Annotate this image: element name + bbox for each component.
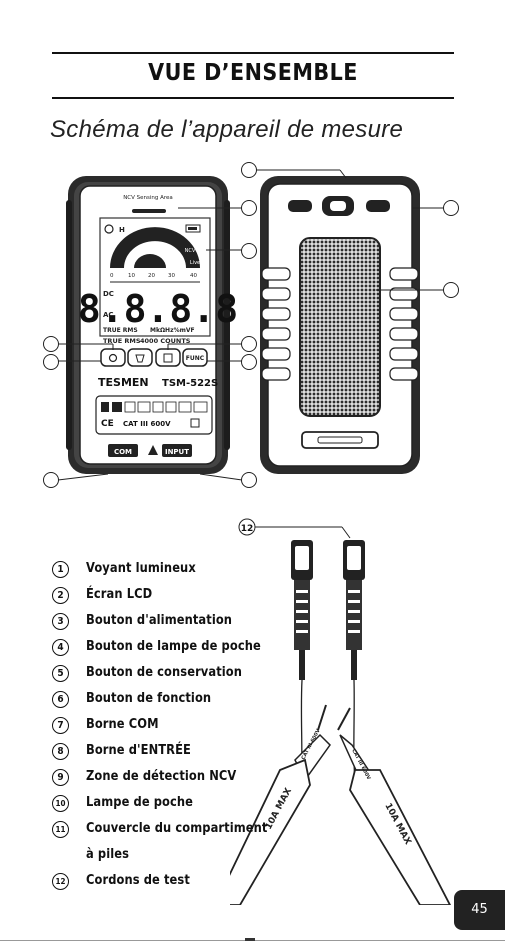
flashlight-button[interactable] xyxy=(128,349,152,366)
page-number: 45 xyxy=(454,890,505,930)
lcd-units: MkΩHz%mVF xyxy=(150,327,195,334)
power-button[interactable] xyxy=(101,349,125,366)
scale-30: 30 xyxy=(168,273,175,279)
bottom-tick xyxy=(245,938,255,941)
legend-label: à piles xyxy=(86,846,129,862)
legend-label: Lampe de poche xyxy=(86,794,193,810)
scale-40: 40 xyxy=(190,273,197,279)
battery-cover xyxy=(300,238,380,416)
title-underline xyxy=(52,97,454,99)
legend-label: Zone de détection NCV xyxy=(86,768,236,784)
callout-circle xyxy=(44,473,59,488)
meter-front: NCV Sensing Area H Hz NCV Live 0 10 20 3… xyxy=(66,176,238,474)
callout-circle xyxy=(242,163,257,178)
legend-number: 6 xyxy=(52,691,69,708)
svg-text:H: H xyxy=(119,226,125,234)
input-label: INPUT xyxy=(165,448,189,456)
callout-circle xyxy=(242,201,257,216)
callout-circle xyxy=(242,337,257,352)
test-leads-diagram: 12 10A MAX CAT III 600V 10A MAX CAT III … xyxy=(230,515,505,905)
func-label: FUNC xyxy=(186,355,205,362)
legend-number: 1 xyxy=(52,561,69,578)
probe-left: 10A MAX CAT III 600V xyxy=(230,728,330,905)
legend-number: 12 xyxy=(52,873,69,890)
scale-0: 0 xyxy=(110,273,114,279)
legend-label: Écran LCD xyxy=(86,586,152,602)
legend-number: 7 xyxy=(52,717,69,734)
flashlight-slot xyxy=(132,209,166,213)
dial-live: Live xyxy=(190,260,200,266)
legend-label: Borne COM xyxy=(86,716,159,732)
cat-rating: CAT III 600V xyxy=(123,420,171,428)
legend-label: Borne d'ENTRÉE xyxy=(86,742,191,758)
scale-20: 20 xyxy=(148,273,155,279)
callout-12-label: 12 xyxy=(241,524,254,534)
section-subtitle: Schéma de l’appareil de mesure xyxy=(50,116,403,144)
legend-number: 4 xyxy=(52,639,69,656)
legend-label: Bouton de conservation xyxy=(86,664,242,680)
callout-circle xyxy=(444,283,459,298)
ncv-sensing-label: NCV Sensing Area xyxy=(123,195,173,201)
probe-right: 10A MAX CAT III 600V xyxy=(340,735,450,905)
hold-button[interactable] xyxy=(156,349,180,366)
com-label: COM xyxy=(114,448,132,456)
model-label: TSM-522S xyxy=(162,378,218,389)
meter-back xyxy=(260,176,420,474)
page-title: VUE D’ENSEMBLE xyxy=(72,60,434,86)
lead-plug-right xyxy=(343,540,365,680)
legend-number: 3 xyxy=(52,613,69,630)
legend-number: 2 xyxy=(52,587,69,604)
brand-logo: TESMEN xyxy=(98,376,149,389)
legend-label: Bouton de fonction xyxy=(86,690,211,706)
legend-label: Voyant lumineux xyxy=(86,560,196,576)
callout-circle xyxy=(44,355,59,370)
lcd-digits: 8.8.8.8 xyxy=(78,287,238,331)
lcd-true-rms: TRUE RMS xyxy=(103,327,138,334)
callout-circle xyxy=(242,355,257,370)
lead-plug-left xyxy=(291,540,313,680)
legend-number: 9 xyxy=(52,769,69,786)
top-rule xyxy=(52,52,454,54)
legend-number: 11 xyxy=(52,821,69,838)
callout-circle xyxy=(242,244,257,259)
dial-ncv: NCV xyxy=(185,248,196,254)
legend-number: 5 xyxy=(52,665,69,682)
meter-diagram: NCV Sensing Area H Hz NCV Live 0 10 20 3… xyxy=(0,150,505,495)
callout-circle xyxy=(44,337,59,352)
legend-label: Bouton d'alimentation xyxy=(86,612,232,628)
legend-number: 8 xyxy=(52,743,69,760)
callout-circle xyxy=(242,473,257,488)
scale-10: 10 xyxy=(128,273,135,279)
legend-label: Bouton de lampe de poche xyxy=(86,638,261,654)
legend-label: Cordons de test xyxy=(86,872,190,888)
legend-label: Couvercle du compartiment xyxy=(86,820,267,836)
svg-text:CE: CE xyxy=(101,419,114,429)
legend-number: 10 xyxy=(52,795,69,812)
callout-circle xyxy=(444,201,459,216)
